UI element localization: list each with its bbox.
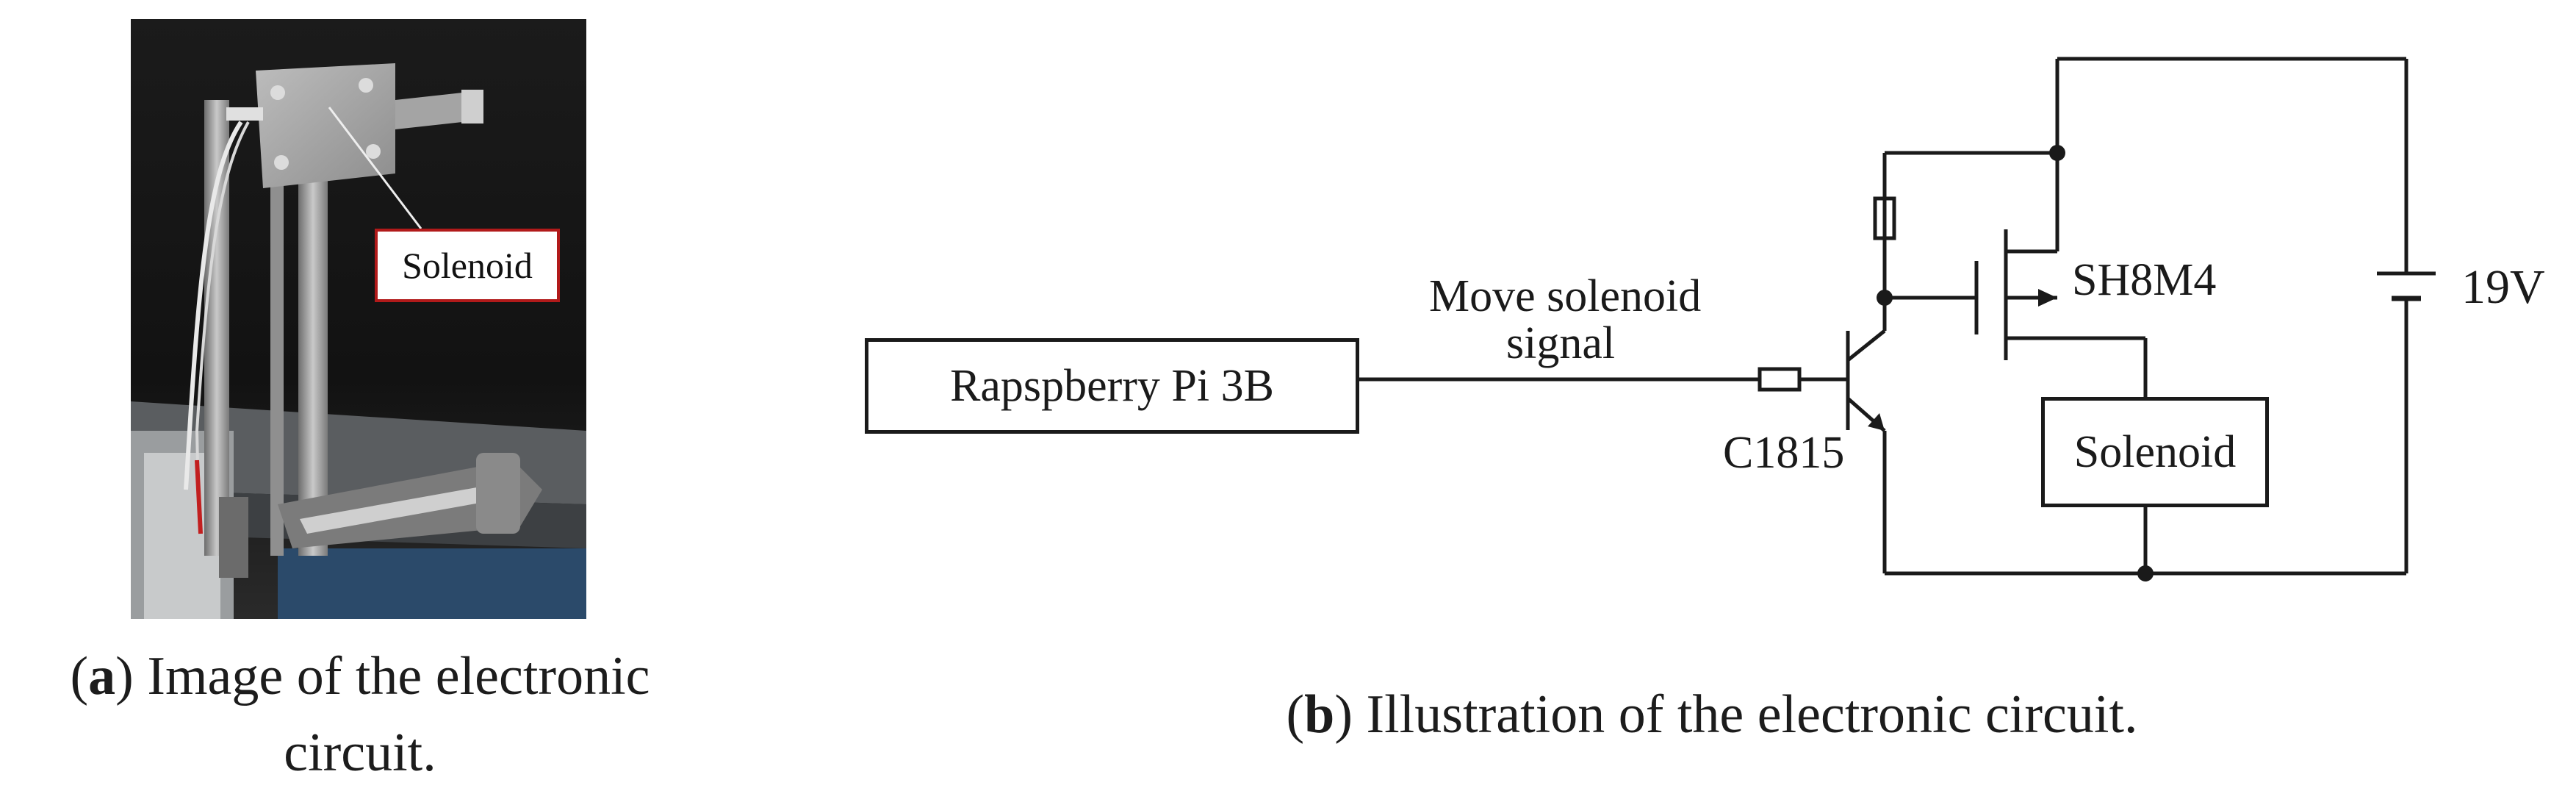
caption-b-letter: b: [1304, 684, 1335, 745]
signal-label-line2: signal: [1506, 318, 1616, 368]
signal-label-line1: Move solenoid: [1429, 271, 1702, 321]
caption-a-line1: (a) Image of the electronic: [70, 646, 650, 706]
caption-a-line2: circuit.: [284, 723, 436, 783]
caption-a: (a) Image of the electronic circuit.: [0, 638, 720, 791]
solenoid-photo-label: Solenoid: [375, 229, 560, 302]
circuit-diagram: Rapspberry Pi 3B Move solenoid signal C1…: [845, 37, 2576, 610]
transistor-label: C1815: [1723, 428, 1845, 478]
solenoid-block: Solenoid: [2041, 397, 2269, 507]
caption-b: (b) Illustration of the electronic circu…: [1286, 684, 2138, 745]
junction-ground: [2137, 565, 2154, 581]
transistor-collector-leg: [1846, 329, 1886, 362]
voltage-label: 19V: [2461, 260, 2545, 314]
junction-gate: [1877, 290, 1893, 306]
photo-illustration: [131, 19, 586, 619]
mosfet-label: SH8M4: [2072, 255, 2217, 305]
base-resistor: [1757, 367, 1802, 392]
emitter-arrow: [1868, 413, 1885, 431]
junction-top-inner: [2049, 145, 2065, 161]
mosfet-arrow: [2038, 289, 2057, 307]
raspberry-pi-block: Rapspberry Pi 3B: [865, 338, 1359, 434]
circuit-wires: [1359, 57, 2436, 581]
caption-b-text: Illustration of the electronic circuit.: [1352, 684, 2138, 745]
caption-a-text: Image of the electronic: [133, 646, 650, 706]
solenoid-photo: Solenoid: [131, 19, 586, 619]
caption-a-letter: a: [88, 646, 116, 706]
